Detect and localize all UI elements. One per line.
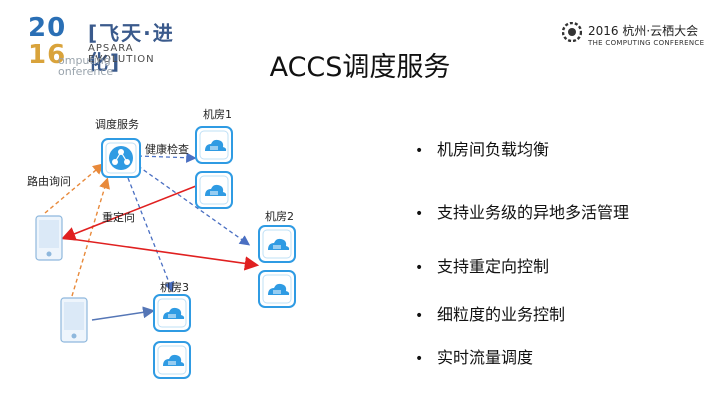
- feature-item: •机房间负载均衡: [415, 140, 550, 159]
- health-check-arrow-room3: [127, 177, 174, 293]
- feature-item: •实时流量调度: [415, 348, 534, 367]
- health-check-label: 健康检查: [145, 143, 189, 156]
- logo-year-bottom: 16: [28, 40, 67, 70]
- feature-text: 支持业务级的异地多活管理: [437, 203, 630, 222]
- feature-text: 细粒度的业务控制: [437, 305, 566, 324]
- feature-item: •细粒度的业务控制: [415, 305, 566, 324]
- page-title: ACCS调度服务: [269, 52, 451, 83]
- room2-label: 机房2: [265, 210, 294, 223]
- logo-subtitle: APSARA EVOLUTION: [88, 43, 155, 65]
- room3-label: 机房3: [160, 281, 189, 294]
- conference-logo: 2016 杭州·云栖大会 THE COMPUTING CONFERENCE: [562, 22, 705, 52]
- route-query-label: 路由询问: [27, 175, 71, 188]
- conference-mark-icon: [562, 22, 582, 42]
- scheduler-label: 调度服务: [95, 118, 139, 131]
- room3-server-icon-2: [153, 341, 191, 379]
- client-device-icon-1: [35, 215, 63, 261]
- connect-room3-arrow: [91, 306, 155, 321]
- feature-text: 实时流量调度: [437, 348, 534, 367]
- room2-server-icon-1: [258, 225, 296, 263]
- redirect-arrow: [61, 185, 197, 241]
- logo-year-top: 20: [28, 13, 67, 43]
- connect-room2-arrow: [63, 237, 260, 271]
- client-device-icon-2: [60, 297, 88, 343]
- route-query-arrow-2: [71, 177, 110, 297]
- room1-server-icon-1: [195, 126, 233, 164]
- room1-label: 机房1: [203, 108, 232, 121]
- feature-item: •支持业务级的异地多活管理: [415, 203, 630, 222]
- feature-item: •支持重定向控制: [415, 257, 550, 276]
- feature-text: 机房间负载均衡: [437, 140, 550, 159]
- redirect-label: 重定向: [102, 211, 135, 224]
- health-check-arrow-room2: [137, 165, 251, 246]
- feature-text: 支持重定向控制: [437, 257, 550, 276]
- logo-computing-line2: onference: [58, 65, 114, 78]
- room1-server-icon-2: [195, 171, 233, 209]
- room2-server-icon-2: [258, 270, 296, 308]
- logo-chinese-name: [飞天·进化]: [88, 21, 175, 74]
- conference-title: 2016 杭州·云栖大会: [588, 24, 699, 38]
- logo-computing-line1: omputing: [58, 54, 111, 67]
- route-query-arrow-1: [44, 163, 105, 214]
- logo-computing-text: omputing onference: [58, 55, 113, 77]
- room3-server-icon-1: [153, 294, 191, 332]
- scheduler-icon: [101, 138, 141, 178]
- conference-subtitle: THE COMPUTING CONFERENCE: [588, 39, 705, 47]
- apsara-logo: 20 16 [飞天·进化] APSARA EVOLUTION omputing …: [28, 13, 198, 77]
- health-check-arrow: [137, 152, 197, 163]
